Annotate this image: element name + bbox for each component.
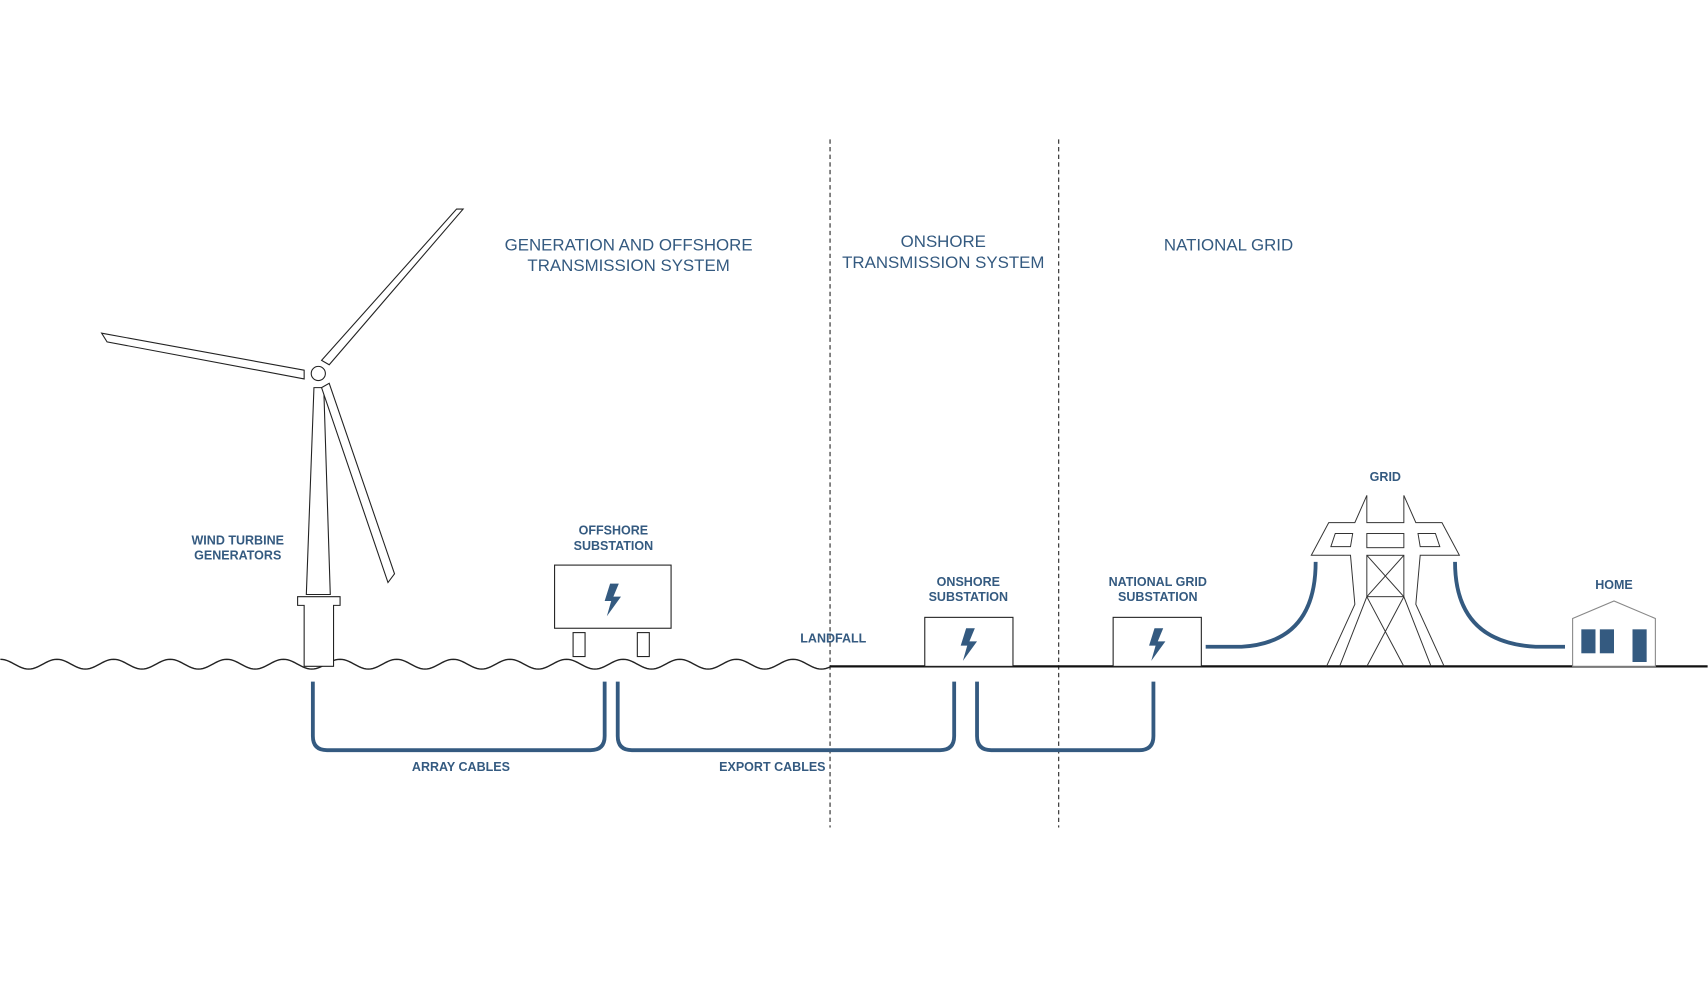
array-cable xyxy=(310,681,607,753)
array-cables-label: ARRAY CABLES xyxy=(412,760,510,774)
zone-title-national-grid: NATIONAL GRID xyxy=(1164,235,1293,254)
lightning-icon xyxy=(960,628,978,661)
lightning-icon xyxy=(604,583,621,617)
onshore-substation-icon xyxy=(924,616,1014,667)
wind-turbine-icon xyxy=(100,208,465,667)
export-cable xyxy=(615,681,957,753)
onshore-cable xyxy=(975,681,1156,753)
sea-wave-line xyxy=(0,658,831,670)
grid-cable-out xyxy=(1453,561,1565,649)
pylon-icon xyxy=(1310,495,1461,667)
export-cables-label: EXPORT CABLES xyxy=(719,760,825,774)
lightning-icon xyxy=(1149,628,1166,661)
offshore-substation-icon xyxy=(554,564,672,658)
home-label: HOME xyxy=(1595,578,1633,592)
landfall-label: LANDFALL xyxy=(800,631,866,645)
home-icon xyxy=(1572,600,1656,667)
grid-label: GRID xyxy=(1370,470,1401,484)
national-grid-substation-icon xyxy=(1112,616,1202,667)
grid-cable-in xyxy=(1205,561,1318,649)
